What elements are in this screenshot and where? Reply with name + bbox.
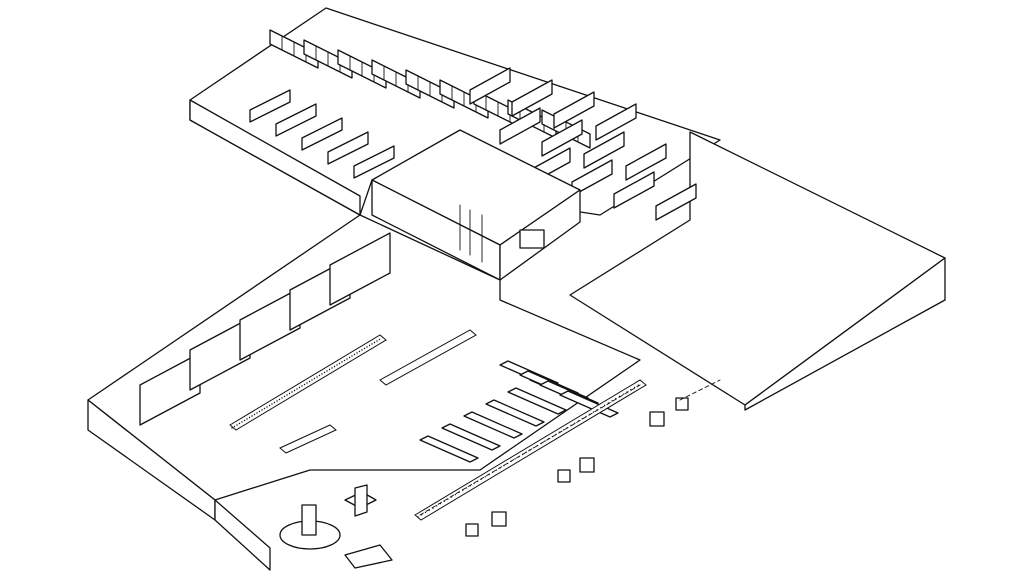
bookshelf-row [655,183,697,221]
fountain-column [301,504,317,536]
reading-table [485,399,545,427]
bookshelf-row [353,145,395,179]
office-wall [189,317,251,391]
triangle-bench [344,544,393,569]
office-partitions [139,232,391,426]
bookshelf-rows-east [469,67,697,221]
bookshelf-row [327,131,369,165]
bookshelf-row [469,67,511,105]
central-hall-block [371,129,581,281]
bookshelf-row [613,171,655,209]
bookshelf-row [275,103,317,137]
bookshelf-row [595,103,637,141]
office-wall [139,352,201,426]
bookshelf-row [499,107,541,145]
office-wall [329,232,391,306]
bookshelf-row [553,91,595,129]
bookshelf-row [625,143,667,181]
bookshelf-row [249,89,291,123]
reading-table [463,411,523,439]
reading-table [507,387,567,415]
bookshelf-row [541,119,583,157]
east-wing-block [469,67,946,411]
bookshelf-row [511,79,553,117]
south-west-wing [87,214,641,571]
bookshelf-row [301,117,343,151]
courtyard [279,484,393,569]
office-wall [239,287,301,361]
outdoor-furniture [465,397,689,537]
reading-table [419,435,479,463]
reading-table [441,423,501,451]
bookshelf-row [583,131,625,169]
reading-tables [419,360,619,463]
